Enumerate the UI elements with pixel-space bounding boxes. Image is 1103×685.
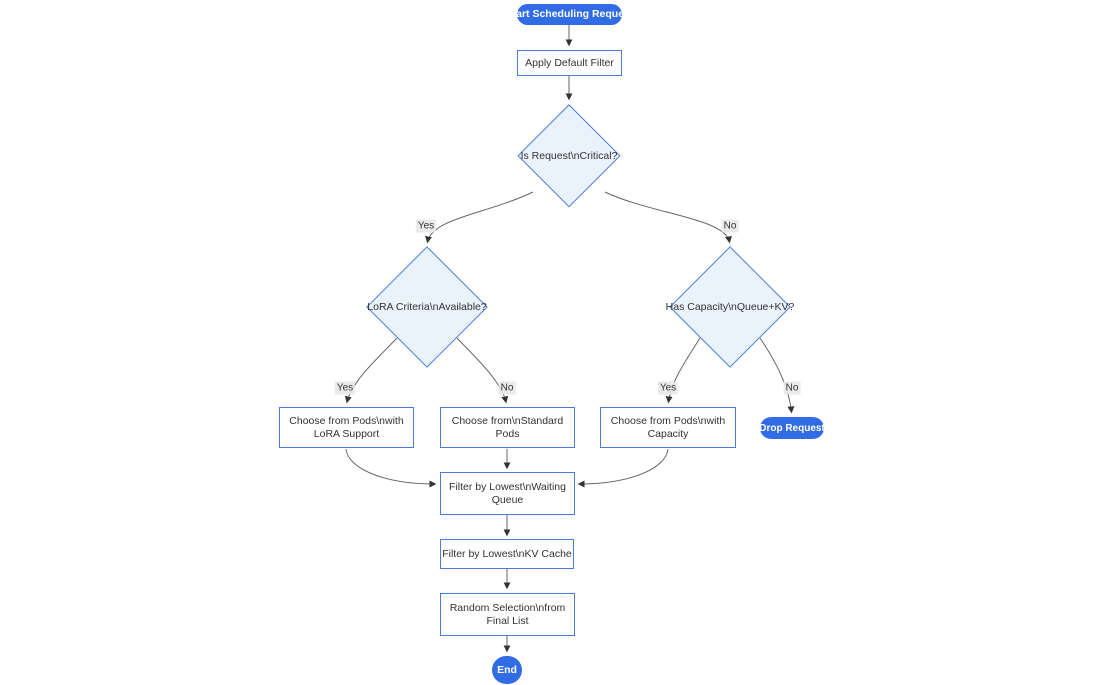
edge-capacity-no-to-drop bbox=[759, 337, 795, 414]
decision-has-capacity-label: Has Capacity\nQueue+KV? bbox=[665, 300, 795, 313]
decision-has-capacity: Has Capacity\nQueue+KV? bbox=[666, 246, 794, 368]
node-apply-default-filter: Apply Default Filter bbox=[517, 50, 622, 76]
edge-critical-yes-to-lora bbox=[425, 191, 534, 244]
node-filter-waiting-queue: Filter by Lowest\nWaiting Queue bbox=[440, 472, 575, 515]
edge-choose-capacity-to-filter-queue bbox=[577, 448, 669, 488]
node-end: End bbox=[492, 656, 522, 684]
node-choose-capacity-pods-line1: Choose from Pods\nwith bbox=[610, 414, 726, 427]
node-filter-waiting-queue-line2: Queue bbox=[491, 493, 524, 506]
node-drop-request: Drop Request bbox=[759, 417, 825, 439]
edge-label-capacity-no: No bbox=[783, 381, 801, 395]
edge-label-lora-yes: Yes bbox=[334, 381, 356, 395]
node-random-selection-line2: Final List bbox=[486, 614, 529, 627]
edge-label-capacity-yes: Yes bbox=[657, 381, 679, 395]
decision-lora-criteria-available-label: LoRA Criteria\nAvailable? bbox=[367, 300, 487, 313]
node-choose-lora-pods-line1: Choose from Pods\nwith bbox=[289, 414, 404, 427]
node-start-label: Start Scheduling Request bbox=[505, 8, 634, 20]
edge-label-critical-yes: Yes bbox=[415, 219, 437, 233]
node-random-selection-line1: Random Selection\nfrom bbox=[449, 601, 566, 614]
decision-is-request-critical: Is Request\nCritical? bbox=[517, 104, 621, 208]
node-filter-waiting-queue-line1: Filter by Lowest\nWaiting bbox=[449, 480, 566, 493]
edge-capacity-yes-to-choose-capacity bbox=[665, 337, 701, 404]
node-end-label: End bbox=[497, 663, 517, 676]
edge-label-critical-no: No bbox=[721, 219, 739, 233]
node-choose-lora-pods: Choose from Pods\nwith LoRA Support bbox=[279, 407, 414, 448]
node-apply-default-filter-label: Apply Default Filter bbox=[525, 56, 614, 69]
edge-choose-lora-to-filter-queue bbox=[345, 448, 437, 488]
node-choose-standard-pods: Choose from\nStandard Pods bbox=[440, 407, 575, 448]
node-filter-kv-cache-label: Filter by Lowest\nKV Cache bbox=[442, 547, 572, 560]
edge-label-lora-no: No bbox=[498, 381, 516, 395]
edge-lora-no-to-choose-standard bbox=[456, 337, 509, 404]
decision-lora-criteria-available: LoRA Criteria\nAvailable? bbox=[366, 246, 488, 368]
node-choose-capacity-pods-line2: Capacity bbox=[647, 427, 689, 440]
node-choose-standard-pods-line1: Choose from\nStandard bbox=[451, 414, 564, 427]
node-random-selection: Random Selection\nfrom Final List bbox=[440, 593, 575, 636]
edge-critical-no-to-capacity bbox=[604, 191, 732, 244]
node-filter-kv-cache: Filter by Lowest\nKV Cache bbox=[440, 539, 574, 569]
edge-lora-yes-to-choose-lora bbox=[344, 337, 398, 404]
node-choose-lora-pods-line2: LoRA Support bbox=[313, 427, 380, 440]
node-choose-standard-pods-line2: Pods bbox=[495, 427, 520, 440]
node-start: Start Scheduling Request bbox=[506, 4, 633, 25]
decision-is-request-critical-label: Is Request\nCritical? bbox=[520, 149, 618, 162]
node-drop-request-label: Drop Request bbox=[759, 422, 825, 434]
node-choose-capacity-pods: Choose from Pods\nwith Capacity bbox=[600, 407, 736, 448]
